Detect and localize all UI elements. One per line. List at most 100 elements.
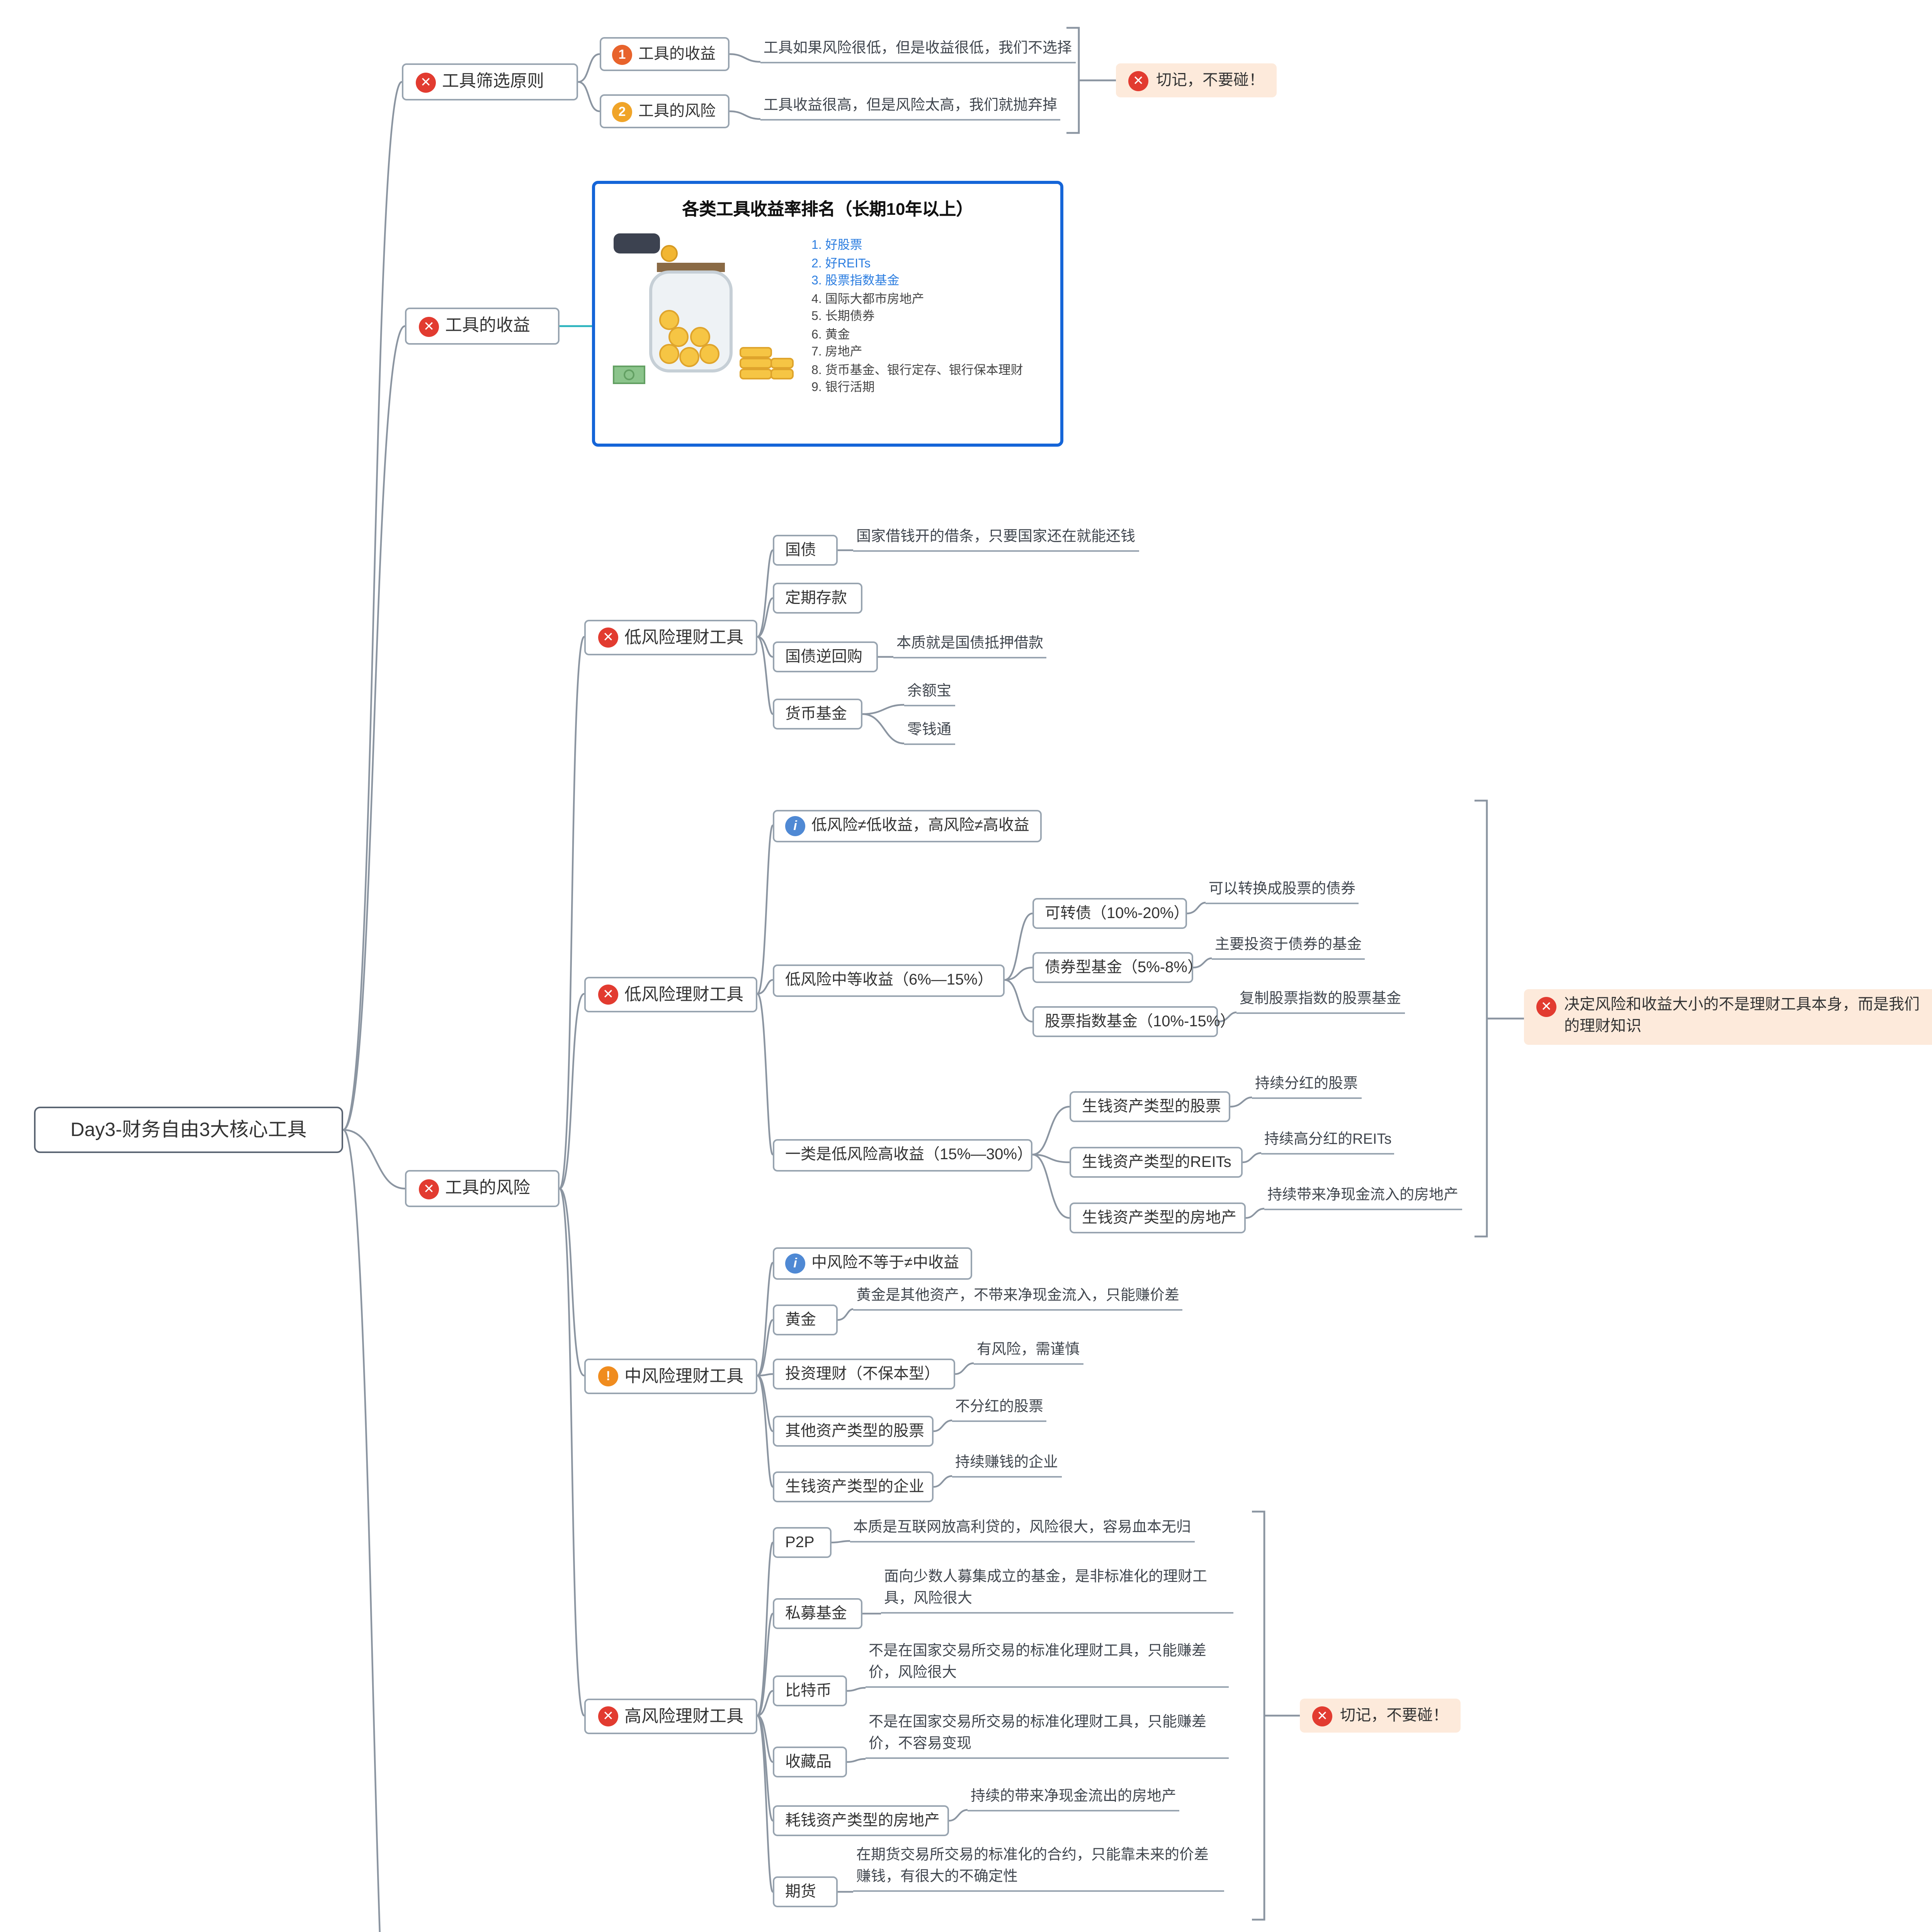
node-bitcoin[interactable]: 比特币 [773, 1675, 847, 1706]
node-mid-risk[interactable]: ! 中风险理财工具 [584, 1359, 757, 1394]
ranking-item: 国际大都市房地产 [825, 291, 924, 305]
root-node[interactable]: Day3-财务自由3大核心工具 [34, 1107, 343, 1153]
node-p2p[interactable]: P2P [773, 1527, 832, 1558]
number-1-icon: 1 [612, 44, 632, 64]
callout-dont-touch-top[interactable]: ✕ 切记，不要碰！ [1116, 63, 1277, 97]
note-bond-fund[interactable]: 主要投资于债券的基金 [1212, 935, 1365, 960]
note-convertible-bond[interactable]: 可以转换成股票的债券 [1206, 879, 1359, 904]
node-deposit[interactable]: 定期存款 [773, 583, 862, 614]
node-moneyburn-realestate[interactable]: 耗钱资产类型的房地产 [773, 1805, 949, 1836]
number-2-icon: 2 [612, 101, 632, 121]
node-mid-risk-info[interactable]: i 中风险不等于≠中收益 [773, 1247, 971, 1280]
node-gold[interactable]: 黄金 [773, 1304, 838, 1335]
node-high-risk[interactable]: ✕ 高风险理财工具 [584, 1699, 757, 1734]
node-gov-bond[interactable]: 国债 [773, 535, 838, 566]
note-other-stock[interactable]: 不分红的股票 [952, 1397, 1047, 1422]
node-collectibles[interactable]: 收藏品 [773, 1747, 847, 1777]
principle-return-label: 工具的收益 [638, 46, 716, 63]
node-low-risk-2[interactable]: ✕ 低风险理财工具 [584, 977, 757, 1012]
x-circle-icon: ✕ [598, 985, 618, 1005]
branch-risk[interactable]: ✕ 工具的风险 [405, 1170, 560, 1207]
x-circle-icon: ✕ [598, 1706, 618, 1726]
branch-principles-label: 工具筛选原则 [442, 73, 544, 91]
note-p2p[interactable]: 本质是互联网放高利贷的，风险很大，容易血本无归 [850, 1518, 1194, 1543]
note-gold[interactable]: 黄金是其他资产，不带来净现金流入，只能赚价差 [853, 1286, 1183, 1311]
x-circle-icon: ✕ [1536, 997, 1556, 1017]
mid-risk-info-label: 中风险不等于≠中收益 [811, 1255, 959, 1272]
low-risk-2-label: 低风险理财工具 [624, 985, 743, 1004]
note-collectibles[interactable]: 不是在国家交易所交易的标准化理财工具，只能赚差价，不容易变现 [866, 1713, 1229, 1759]
returns-ranking-card[interactable]: 各类工具收益率排名（长期10年以上） [592, 181, 1063, 447]
node-money-realestate[interactable]: 生钱资产类型的房地产 [1070, 1202, 1246, 1233]
note-money-stock[interactable]: 持续分红的股票 [1252, 1074, 1361, 1099]
node-futures[interactable]: 期货 [773, 1876, 838, 1907]
branch-returns[interactable]: ✕ 工具的收益 [405, 308, 560, 345]
note-private-fund[interactable]: 面向少数人募集成立的基金，是非标准化的理财工具，风险很大 [881, 1567, 1233, 1614]
principle-risk-label: 工具的风险 [638, 103, 716, 120]
x-circle-icon: ✕ [416, 72, 436, 92]
node-high-return[interactable]: 一类是低风险高收益（15%—30%） [773, 1139, 1032, 1172]
node-low-risk-1[interactable]: ✕ 低风险理财工具 [584, 620, 757, 655]
ranking-item: 银行活期 [825, 380, 875, 394]
note-money-realestate[interactable]: 持续带来净现金流入的房地产 [1264, 1185, 1462, 1210]
note-nonguaranteed[interactable]: 有风险，需谨慎 [974, 1340, 1083, 1365]
branch-returns-label: 工具的收益 [445, 317, 530, 335]
node-principle-risk[interactable]: 2 工具的风险 [600, 94, 730, 128]
node-principle-return[interactable]: 1 工具的收益 [600, 37, 730, 71]
node-index-fund[interactable]: 股票指数基金（10%-15%） [1032, 1006, 1235, 1037]
x-circle-icon: ✕ [1312, 1706, 1332, 1726]
warning-icon: ! [598, 1366, 618, 1386]
node-convertible-bond[interactable]: 可转债（10%-20%） [1032, 898, 1189, 929]
node-bond-fund[interactable]: 债券型基金（5%-8%） [1032, 952, 1203, 983]
mid-risk-label: 中风险理财工具 [624, 1367, 743, 1386]
node-private-fund[interactable]: 私募基金 [773, 1598, 862, 1629]
note-index-fund[interactable]: 复制股票指数的股票基金 [1236, 989, 1405, 1014]
note-gov-bond[interactable]: 国家借钱开的借条，只要国家还在就能还钱 [853, 527, 1139, 552]
node-money-stock[interactable]: 生钱资产类型的股票 [1070, 1091, 1230, 1122]
node-other-stock[interactable]: 其他资产类型的股票 [773, 1416, 934, 1447]
callout-knowledge-label: 决定风险和收益大小的不是理财工具本身，而是我们的理财知识 [1564, 997, 1920, 1036]
callout-dont-touch-top-label: 切记，不要碰！ [1156, 72, 1264, 89]
node-reverse-repo[interactable]: 国债逆回购 [773, 641, 878, 672]
ranking-item: 好股票 [825, 238, 862, 252]
branch-risk-label: 工具的风险 [445, 1179, 530, 1198]
node-mid-return[interactable]: 低风险中等收益（6%—15%） [773, 964, 1005, 997]
note-yuebao[interactable]: 余额宝 [904, 682, 955, 706]
money-jar-illustration [613, 233, 794, 384]
ranking-title: 各类工具收益率排名（长期10年以上） [682, 201, 973, 219]
info-icon: i [785, 816, 805, 836]
ranking-item: 黄金 [825, 327, 850, 341]
note-money-enterprise[interactable]: 持续赚钱的企业 [952, 1453, 1061, 1478]
ranking-item: 股票指数基金 [825, 274, 900, 287]
note-principle-risk[interactable]: 工具收益很高，但是风险太高，我们就抛弃掉 [760, 96, 1061, 121]
note-moneyburn-realestate[interactable]: 持续的带来净现金流出的房地产 [968, 1787, 1180, 1811]
branch-principles[interactable]: ✕ 工具筛选原则 [402, 63, 578, 100]
node-money-reits[interactable]: 生钱资产类型的REITs [1070, 1147, 1243, 1178]
low-risk-1-label: 低风险理财工具 [624, 628, 743, 647]
x-circle-icon: ✕ [598, 628, 618, 648]
ranking-item: 长期债券 [825, 309, 875, 323]
note-reverse-repo[interactable]: 本质就是国债抵押借款 [893, 634, 1047, 658]
note-money-reits[interactable]: 持续高分红的REITs [1261, 1130, 1395, 1155]
node-money-enterprise[interactable]: 生钱资产类型的企业 [773, 1471, 934, 1502]
ranking-item: 好REITs [825, 256, 871, 270]
note-lingqiantong[interactable]: 零钱通 [904, 720, 955, 745]
note-futures[interactable]: 在期货交易所交易的标准化的合约，只能靠未来的价差赚钱，有很大的不确定性 [853, 1845, 1224, 1892]
x-circle-icon: ✕ [1128, 70, 1148, 90]
ranking-list: 好股票 好REITs 股票指数基金 国际大都市房地产 长期债券 黄金 房地产 货… [811, 236, 1023, 396]
callout-dont-touch-bottom-label: 切记，不要碰！ [1340, 1707, 1448, 1724]
info-icon: i [785, 1253, 805, 1274]
note-bitcoin[interactable]: 不是在国家交易所交易的标准化理财工具，只能赚差价，风险很大 [866, 1641, 1229, 1688]
x-circle-icon: ✕ [419, 1179, 439, 1199]
high-risk-label: 高风险理财工具 [624, 1707, 743, 1726]
callout-knowledge[interactable]: ✕ 决定风险和收益大小的不是理财工具本身，而是我们的理财知识 [1524, 989, 1932, 1045]
x-circle-icon: ✕ [419, 316, 439, 336]
node-nonguaranteed[interactable]: 投资理财（不保本型） [773, 1359, 955, 1389]
ranking-item: 货币基金、银行定存、银行保本理财 [825, 362, 1023, 376]
note-principle-return[interactable]: 工具如果风险很低，但是收益很低，我们不选择 [760, 39, 1075, 63]
callout-dont-touch-bottom[interactable]: ✕ 切记，不要碰！ [1300, 1699, 1461, 1733]
node-money-fund[interactable]: 货币基金 [773, 699, 862, 730]
node-low-risk-info[interactable]: i 低风险≠低收益，高风险≠高收益 [773, 810, 1042, 842]
